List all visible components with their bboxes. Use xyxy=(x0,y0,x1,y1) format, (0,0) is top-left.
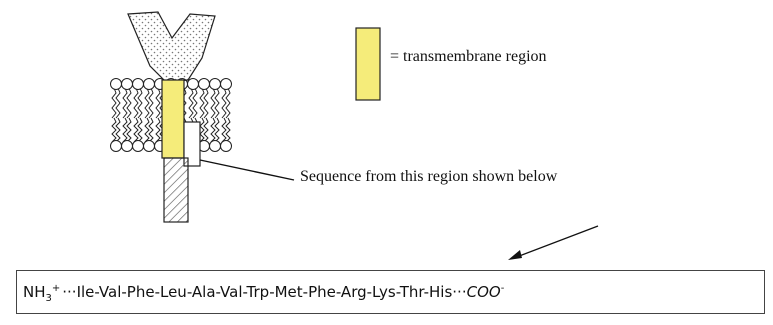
lipid-tail xyxy=(225,117,231,143)
lipid-head xyxy=(110,140,122,152)
lipid-tail xyxy=(210,87,216,119)
lipid-tail xyxy=(199,87,205,119)
lipid-head xyxy=(121,78,133,90)
lipid-head xyxy=(209,140,221,152)
lipid-tail xyxy=(155,87,161,119)
lipid-head xyxy=(187,78,199,90)
lipid-head xyxy=(143,78,155,90)
cytoplasmic-domain xyxy=(163,157,189,223)
lipid-tail xyxy=(144,117,150,143)
lipid-tail xyxy=(221,117,227,143)
lipid-tail xyxy=(122,87,128,119)
lipid-head xyxy=(132,140,144,152)
lipid-head xyxy=(132,78,144,90)
c-terminus: COO- xyxy=(466,283,505,301)
lipid-head xyxy=(220,78,232,90)
juxtamembrane-segment xyxy=(183,121,201,167)
lipid-tail xyxy=(225,87,231,119)
lipid-tail xyxy=(111,117,117,143)
lipid-head xyxy=(121,140,133,152)
lipid-tail xyxy=(181,87,187,119)
legend-label: = transmembrane region xyxy=(390,48,547,65)
lipid-tail xyxy=(126,117,132,143)
lipid-tail xyxy=(221,87,227,119)
extracellular-domain xyxy=(127,11,216,83)
n-terminus: NH3+ xyxy=(23,283,61,304)
sequence-box: NH3+ ···Ile-Val-Phe-Leu-Ala-Val-Trp-Met-… xyxy=(16,270,765,314)
lipid-tail xyxy=(115,87,121,119)
lipid-tail xyxy=(214,117,220,143)
lipid-head xyxy=(209,78,221,90)
lipid-head xyxy=(110,78,122,90)
lipid-head xyxy=(143,140,155,152)
transmembrane-segment xyxy=(161,79,185,159)
lipid-tail xyxy=(115,117,121,143)
lipid-tail xyxy=(155,117,161,143)
lipid-tail xyxy=(188,87,194,119)
lipid-tail xyxy=(111,87,117,119)
lipid-tail xyxy=(144,87,150,119)
legend-swatch xyxy=(355,27,381,101)
lipid-tail xyxy=(122,117,128,143)
callout-label: Sequence from this region shown below xyxy=(300,168,558,185)
lipid-tail xyxy=(192,87,198,119)
lipid-tail xyxy=(203,117,209,143)
arrow-down-left-icon xyxy=(508,225,599,260)
lipid-tail xyxy=(199,117,205,143)
lipid-tail xyxy=(148,87,154,119)
lipid-tail xyxy=(137,87,143,119)
lipid-head xyxy=(220,140,232,152)
lipid-tail xyxy=(210,117,216,143)
callout-leader-line xyxy=(199,159,295,181)
lipid-tail xyxy=(203,87,209,119)
lipid-tail xyxy=(133,87,139,119)
lipid-tail xyxy=(148,117,154,143)
lipid-tail xyxy=(133,117,139,143)
lipid-tail xyxy=(126,87,132,119)
residue-sequence: ···Ile-Val-Phe-Leu-Ala-Val-Trp-Met-Phe-A… xyxy=(62,283,467,301)
lipid-tail xyxy=(214,87,220,119)
lipid-head xyxy=(198,78,210,90)
lipid-tail xyxy=(137,117,143,143)
